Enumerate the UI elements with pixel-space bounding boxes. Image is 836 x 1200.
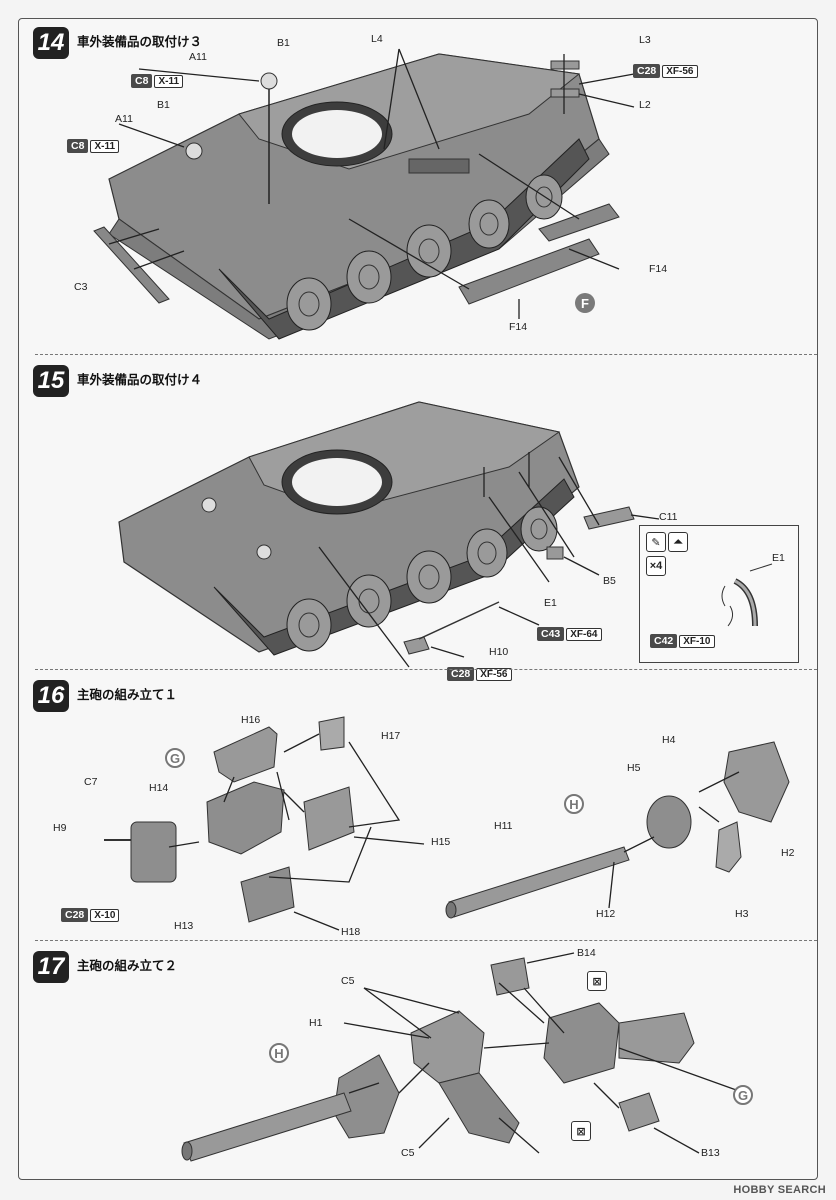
paint-callout: C8 X-11 [67, 139, 120, 153]
part-label-h5: H5 [627, 762, 641, 774]
step-divider [35, 669, 817, 670]
part-label-b13: B13 [701, 1147, 720, 1159]
part-label-c5: C5 [341, 975, 355, 987]
paint-code: C8 [67, 139, 89, 153]
part-label-a11: A11 [189, 51, 207, 63]
quantity-badge: ×4 [646, 556, 666, 576]
instruction-page: 14 車外装備品の取付け３ [18, 18, 818, 1180]
paint-name: X-11 [154, 74, 184, 88]
paint-code: C28 [447, 667, 475, 681]
paint-code: C8 [131, 74, 153, 88]
part-label-h18: H18 [341, 926, 361, 938]
step-title: 主砲の組み立て１ [77, 688, 178, 702]
paint-name: XF-10 [679, 634, 715, 648]
paint-code: C28 [61, 908, 89, 922]
paint-callout: C42 XF-10 [650, 634, 715, 648]
paint-callout: C8 X-11 [131, 74, 184, 88]
no-cement-icon: ⊠ [571, 1121, 591, 1141]
sprue-ref-f: F [575, 293, 595, 313]
watermark: HOBBY SEARCH [733, 1184, 826, 1196]
paint-name: XF-56 [662, 64, 698, 78]
tank-hull-illustration [93, 48, 635, 340]
step-title: 車外装備品の取付け４ [77, 373, 203, 387]
part-label-h9: H9 [53, 822, 67, 834]
part-label-b1: B1 [277, 37, 290, 49]
paint-callout: C28 XF-56 [447, 667, 512, 681]
step-divider [35, 940, 817, 941]
part-label-h15: H15 [431, 836, 451, 848]
part-label-h16: H16 [241, 714, 261, 726]
part-label-f14: F14 [509, 321, 528, 333]
step-17: 17 主砲の組み立て２ [19, 943, 817, 1179]
paint-name: XF-56 [476, 667, 512, 681]
step-divider [35, 354, 817, 355]
part-label-h11: H11 [494, 820, 513, 832]
paint-callout: C43 XF-64 [537, 627, 602, 641]
step-title: 主砲の組み立て２ [77, 959, 178, 973]
part-label-h12: H12 [596, 908, 616, 920]
part-label-c11: C11 [659, 511, 678, 523]
step-15: 15 車外装備品の取付け４ [19, 357, 817, 681]
part-label-f14: F14 [649, 263, 668, 275]
no-cement-icon: ⊠ [587, 971, 607, 991]
part-label-h1: H1 [309, 1017, 323, 1029]
main-gun-assembly-2-drawing [181, 952, 740, 1162]
part-label-b1: B1 [157, 99, 170, 111]
flip-icon: ⏶ [668, 532, 688, 552]
part-label-h17: H17 [381, 730, 401, 742]
paint-code: C42 [650, 634, 678, 648]
sprue-ref-g: G [733, 1085, 753, 1105]
part-label-b14: B14 [577, 947, 596, 959]
tank-hull-illustration [118, 401, 660, 668]
step-number: 17 [33, 951, 69, 983]
paint-name: X-10 [90, 908, 120, 922]
part-label-e1: E1 [544, 597, 557, 609]
part-label-a11: A11 [115, 113, 133, 125]
part-label-c5: C5 [401, 1147, 415, 1159]
sprue-ref-h: H [564, 794, 584, 814]
part-label-h14: H14 [149, 782, 169, 794]
main-gun-assembly-1-drawing [104, 716, 790, 931]
step-number: 16 [33, 680, 69, 712]
step-title: 車外装備品の取付け３ [77, 35, 203, 49]
paint-name: XF-64 [566, 627, 602, 641]
paint-code: C43 [537, 627, 565, 641]
step-number: 14 [33, 27, 69, 59]
part-label-h10: H10 [489, 646, 509, 658]
paint-callout: C28 X-10 [61, 908, 120, 922]
step-14: 14 車外装備品の取付け３ [19, 19, 817, 354]
part-label-c3: C3 [74, 281, 88, 293]
paint-callout: C28 XF-56 [633, 64, 698, 78]
part-label-b5: B5 [603, 575, 616, 587]
step-16: 16 主砲の組み立て１ [19, 672, 817, 940]
part-label-c7: C7 [84, 776, 98, 788]
cement-icon: ✎ [646, 532, 666, 552]
paint-code: C28 [633, 64, 661, 78]
detail-inset: ✎ ⏶ ×4 E1 C42 XF-10 [639, 525, 799, 663]
part-label-h3: H3 [735, 908, 749, 920]
part-label-l3: L3 [639, 34, 651, 46]
e1-detail-drawing [721, 563, 773, 627]
paint-name: X-11 [90, 139, 120, 153]
part-label-h4: H4 [662, 734, 676, 746]
part-label-h2: H2 [781, 847, 795, 859]
part-label-l4: L4 [371, 33, 383, 45]
step-number: 15 [33, 365, 69, 397]
sprue-ref-g: G [165, 748, 185, 768]
sprue-ref-h: H [269, 1043, 289, 1063]
part-label-e1: E1 [772, 552, 785, 564]
part-label-h13: H13 [174, 920, 194, 932]
part-label-l2: L2 [639, 99, 651, 111]
